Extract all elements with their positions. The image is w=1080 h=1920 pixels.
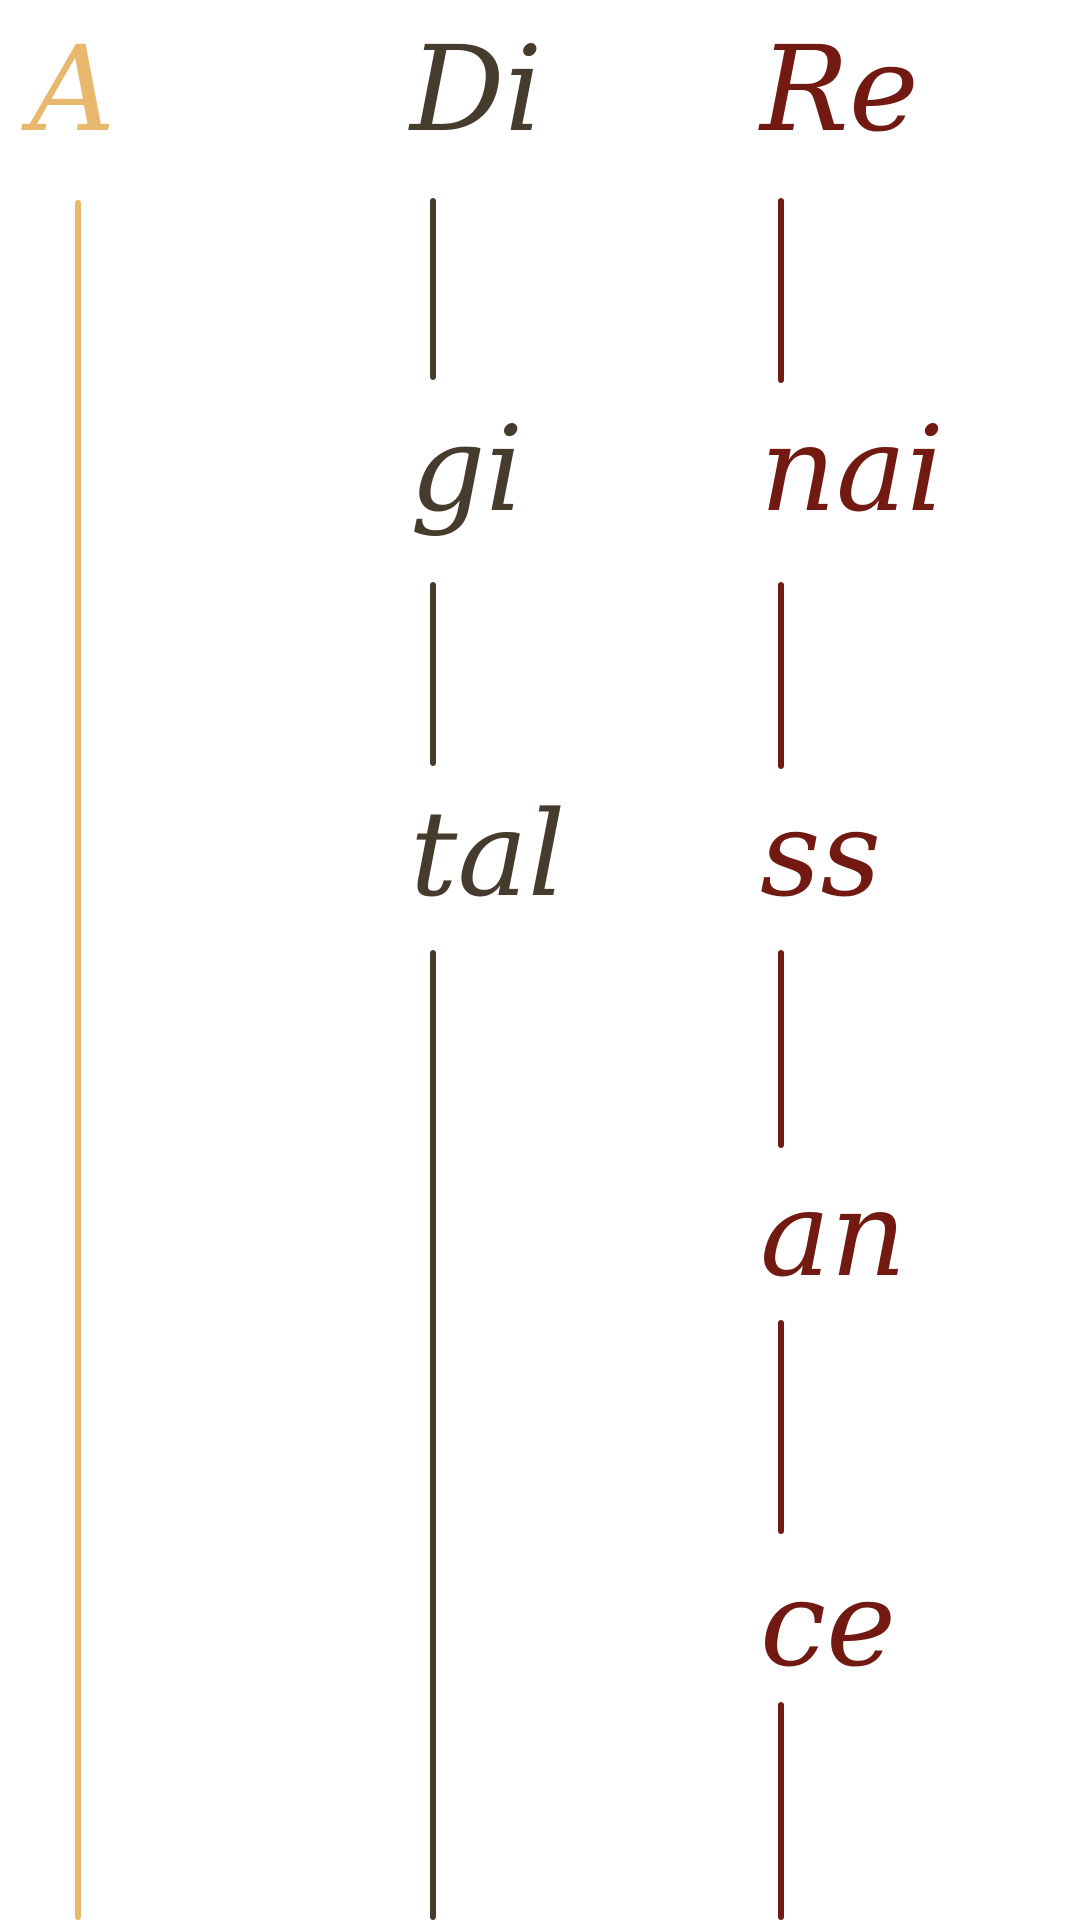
- column-renaissance-connector-2: [778, 582, 784, 769]
- column-digital-line: [430, 950, 436, 1920]
- syllable-an: an: [760, 1165, 907, 1303]
- column-renaissance-line: [778, 1702, 784, 1920]
- syllable-a: A: [30, 20, 116, 158]
- column-renaissance-connector-1: [778, 198, 784, 383]
- column-a-line: [75, 200, 81, 1920]
- syllable-tal: tal: [410, 785, 566, 923]
- syllable-di: Di: [410, 20, 543, 158]
- column-digital-connector-1: [430, 198, 436, 380]
- syllable-ce: ce: [760, 1555, 896, 1693]
- syllable-gi: gi: [410, 400, 524, 538]
- syllable-re: Re: [760, 20, 919, 158]
- column-renaissance-connector-3: [778, 950, 784, 1148]
- syllable-nai: nai: [760, 400, 945, 538]
- column-renaissance-connector-4: [778, 1320, 784, 1534]
- column-digital-connector-2: [430, 582, 436, 766]
- syllable-ss: ss: [760, 785, 882, 923]
